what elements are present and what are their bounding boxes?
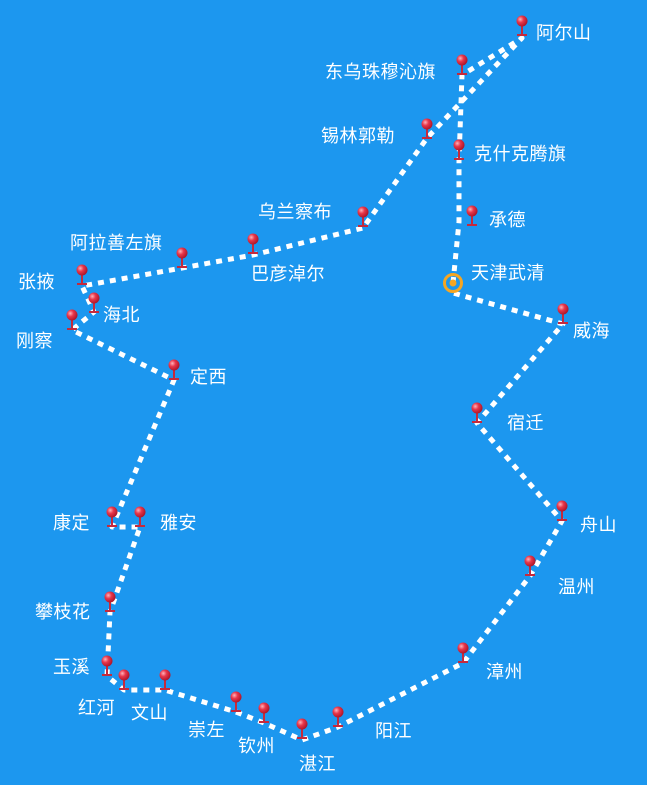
- stop-label: 漳州: [486, 662, 523, 683]
- stop-label: 红河: [78, 698, 115, 719]
- map-pin-icon[interactable]: [295, 718, 309, 740]
- map-pin-icon[interactable]: [456, 642, 470, 664]
- stop-label: 锡林郭勒: [321, 126, 395, 147]
- map-pin-icon[interactable]: [556, 303, 570, 325]
- map-pin-icon[interactable]: [257, 702, 271, 724]
- stop-label: 张掖: [18, 272, 55, 293]
- stop-label: 宿迁: [507, 413, 544, 434]
- map-pin-icon[interactable]: [246, 233, 260, 255]
- stop-label: 巴彦淖尔: [251, 264, 325, 285]
- map-pin-icon[interactable]: [158, 669, 172, 691]
- map-pin-icon[interactable]: [87, 292, 101, 314]
- stop-label: 崇左: [188, 720, 225, 741]
- stop-label: 承德: [489, 210, 526, 231]
- map-pin-icon[interactable]: [455, 54, 469, 76]
- map-pin-icon[interactable]: [117, 669, 131, 691]
- stop-label: 温州: [558, 577, 595, 598]
- stop-label: 文山: [131, 703, 168, 724]
- stop-label: 东乌珠穆沁旗: [325, 62, 436, 83]
- stop-label: 攀枝花: [35, 602, 91, 623]
- map-pin-icon[interactable]: [331, 706, 345, 728]
- stop-label: 湛江: [299, 754, 336, 775]
- map-pin-icon[interactable]: [470, 402, 484, 424]
- stop-label: 舟山: [580, 515, 617, 536]
- map-pin-icon[interactable]: [175, 247, 189, 269]
- map-pin-icon[interactable]: [420, 118, 434, 140]
- map-pin-icon[interactable]: [103, 591, 117, 613]
- map-pin-icon[interactable]: [100, 655, 114, 677]
- stop-label: 玉溪: [53, 657, 90, 678]
- stop-label: 定西: [190, 367, 227, 388]
- origin-target-icon[interactable]: [442, 272, 464, 294]
- map-pin-icon[interactable]: [555, 500, 569, 522]
- stop-label: 乌兰察布: [258, 202, 332, 223]
- stop-label: 海北: [103, 305, 140, 326]
- stop-label: 钦州: [238, 736, 275, 757]
- map-pin-icon[interactable]: [465, 205, 479, 227]
- map-pin-icon[interactable]: [105, 506, 119, 528]
- map-pin-icon[interactable]: [75, 264, 89, 286]
- map-pin-icon[interactable]: [523, 555, 537, 577]
- stop-label: 阿拉善左旗: [70, 233, 163, 254]
- stop-label: 雅安: [160, 513, 197, 534]
- stop-label: 威海: [573, 321, 610, 342]
- map-pin-icon[interactable]: [133, 506, 147, 528]
- stop-label: 阳江: [375, 721, 412, 742]
- stop-label: 康定: [53, 513, 90, 534]
- stop-label: 阿尔山: [536, 23, 592, 44]
- map-pin-icon[interactable]: [515, 15, 529, 37]
- map-pin-icon[interactable]: [229, 691, 243, 713]
- origin-label: 天津武清: [471, 263, 545, 284]
- map-pin-icon[interactable]: [356, 206, 370, 228]
- stop-label: 刚察: [16, 331, 53, 352]
- map-pin-icon[interactable]: [65, 309, 79, 331]
- stop-label: 克什克腾旗: [474, 144, 567, 165]
- map-pin-icon[interactable]: [167, 359, 181, 381]
- map-pin-icon[interactable]: [452, 139, 466, 161]
